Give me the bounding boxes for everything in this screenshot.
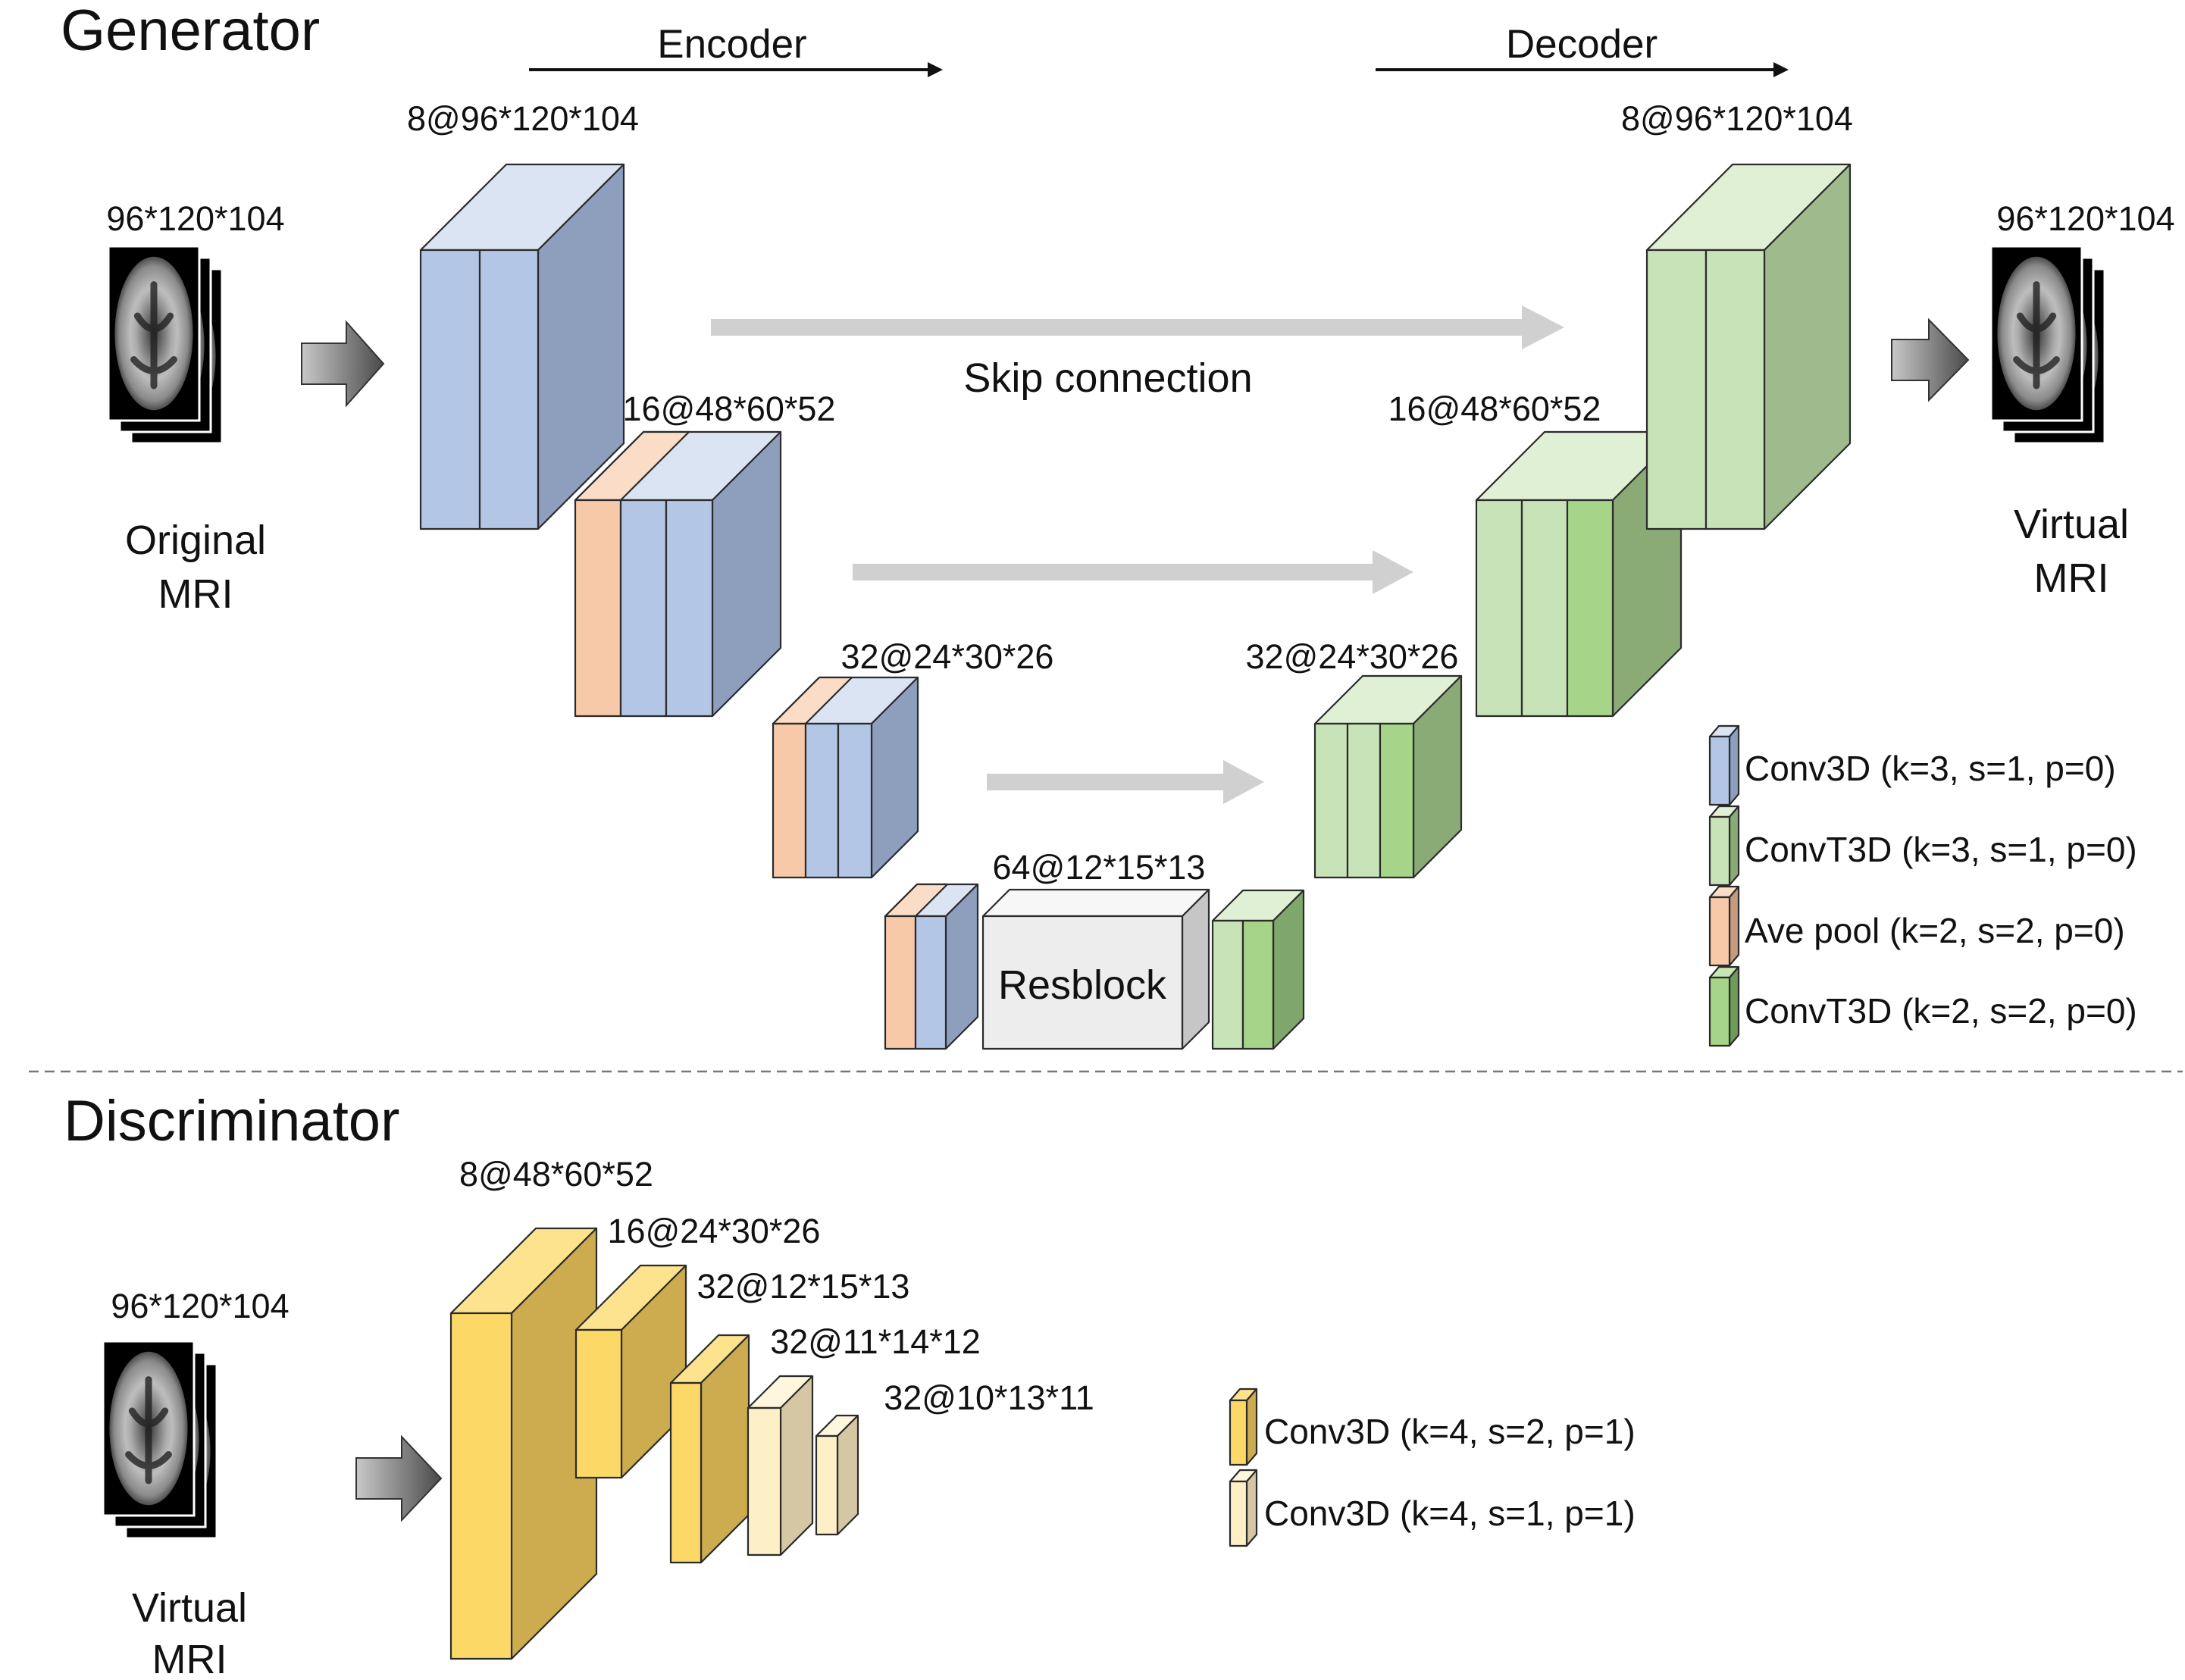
discriminator-input-caption-2: MRI [152,1637,227,1680]
discriminator-block-3 [669,1334,750,1564]
generator-output-caption-1: Virtual [2014,502,2129,547]
discriminator-input-mri-stack-image [102,1340,218,1540]
legend-item-avepool: Ave pool (k=2, s=2, p=0) [1708,885,2125,967]
decoder-block-3-label: 8@96*120*104 [1621,99,1853,138]
bottleneck-pool-conv-block [884,883,979,1050]
discriminator-block-3-label: 32@12*15*13 [697,1267,910,1306]
decoder-block-3 [1645,163,1852,530]
generator-output-caption-2: MRI [2034,555,2109,601]
legend-item-conv3d-label: Conv3D (k=3, s=1, p=0) [1745,749,2116,788]
resblock-text: Resblock [998,962,1167,1008]
discriminator-block-1 [449,1227,598,1660]
mri-slice-1 [102,1340,196,1517]
encoder-block-2 [574,430,782,718]
decoder-block-1-label: 32@24*30*26 [1246,637,1459,676]
generator-input-caption-2: MRI [158,571,233,617]
generator-title: Generator [61,0,320,63]
discriminator-input-flow-arrow [355,1434,443,1522]
encoder-block-1 [419,163,625,530]
output-flow-arrow [1891,318,1970,402]
resblock-block [981,888,1210,1050]
discriminator-block-4 [747,1375,814,1556]
mri-slice-1 [107,245,201,422]
decoder-block-2-label: 16@48*60*52 [1388,389,1601,428]
legend-item-convt3d-k3-label: ConvT3D (k=3, s=1, p=0) [1745,830,2137,869]
bottleneck-upconv-block [1211,889,1305,1050]
discriminator-input-caption-1: Virtual [132,1585,247,1631]
generator-input-caption-1: Original [125,518,266,563]
decoder-direction-arrow [1376,62,1789,77]
discriminator-input-dims: 96*120*104 [111,1287,289,1325]
encoder-direction-arrow [529,62,943,77]
generator-legend: Conv3D (k=3, s=1, p=0) ConvT3D (k=3, s=1… [1708,724,2137,1047]
skip-connection-label: Skip connection [963,355,1252,401]
legend-item-disc-conv-s2-label: Conv3D (k=4, s=2, p=1) [1264,1412,1636,1451]
legend-item-disc-conv-s1-label: Conv3D (k=4, s=1, p=1) [1264,1494,1636,1533]
discriminator-block-2-label: 16@24*30*26 [608,1212,821,1250]
encoder-block-3-label: 32@24*30*26 [841,637,1054,676]
generator-output-dims: 96*120*104 [1996,199,2174,238]
bottleneck-label: 64@12*15*13 [993,848,1206,887]
legend-item-convt3d-k2: ConvT3D (k=2, s=2, p=0) [1708,965,2137,1047]
encoder-block-1-label: 8@96*120*104 [407,99,639,138]
encoder-block-2-label: 16@48*60*52 [623,389,836,428]
decoder-block-1 [1313,674,1463,879]
discriminator-block-1-label: 8@48*60*52 [459,1155,653,1194]
original-mri-stack-image [107,245,224,445]
input-flow-arrow [301,320,385,408]
legend-item-avepool-label: Ave pool (k=2, s=2, p=0) [1745,911,2125,950]
generator-input-dims: 96*120*104 [106,199,284,238]
discriminator-block-4-label: 32@11*14*12 [770,1322,981,1361]
legend-item-disc-conv-s1: Conv3D (k=4, s=1, p=1) [1229,1469,1636,1547]
discriminator-legend: Conv3D (k=4, s=2, p=1) Conv3D (k=4, s=1,… [1229,1387,1636,1547]
encoder-label: Encoder [657,22,806,67]
legend-item-convt3d-k3: ConvT3D (k=3, s=1, p=0) [1708,805,2137,887]
discriminator-block-5-label: 32@10*13*11 [884,1378,1094,1417]
legend-item-convt3d-k2-label: ConvT3D (k=2, s=2, p=0) [1745,991,2137,1031]
legend-item-disc-conv-s2: Conv3D (k=4, s=2, p=1) [1229,1387,1636,1466]
encoder-block-3 [772,676,919,879]
skip-connection-arrow-2 [853,550,1413,594]
discriminator-block-5 [815,1414,859,1536]
decoder-label: Decoder [1506,22,1658,67]
skip-connection-arrow-3 [987,760,1264,804]
mri-slice-1 [1989,245,2083,422]
skip-connection-arrow-1 [711,305,1564,349]
virtual-mri-stack-image [1989,245,2106,445]
discriminator-block-2 [574,1264,687,1479]
legend-item-conv3d: Conv3D (k=3, s=1, p=0) [1708,724,2116,806]
discriminator-title: Discriminator [64,1089,399,1153]
